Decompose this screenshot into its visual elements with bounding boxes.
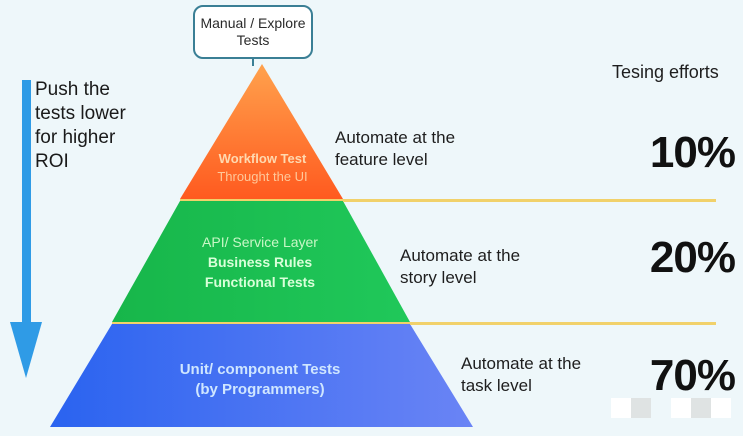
pyramid-layer-api <box>112 201 410 322</box>
push-lower-note: Push the tests lower for higher ROI <box>35 79 126 172</box>
api-line1: API/ Service Layer <box>202 234 318 250</box>
workflow-layer-label: Workflow Test Throught the UI <box>180 150 345 186</box>
push-arrow-shaft <box>22 80 31 330</box>
automate-feature-level: Automate at the feature level <box>335 128 456 169</box>
watermark-block <box>611 398 631 418</box>
automate-story-level: Automate at the story level <box>400 246 521 287</box>
workflow-line2: Throught the UI <box>217 169 308 184</box>
api-line2: Business Rules <box>207 254 313 270</box>
watermark-block <box>671 398 691 418</box>
pyramid-layer-workflow <box>180 64 343 199</box>
arrow-down-icon <box>10 322 42 378</box>
effort-api: 20% <box>649 233 736 282</box>
manual-explore-box: Manual / Explore Tests <box>193 5 313 59</box>
watermark-block <box>631 398 651 418</box>
watermark-block <box>691 398 711 418</box>
pyramid-layer-unit <box>50 324 473 427</box>
watermark-block <box>711 398 731 418</box>
efforts-title: Tesing efforts <box>612 62 719 82</box>
api-layer-label: API/ Service Layer Business Rules Functi… <box>165 232 355 292</box>
automate-task-level: Automate at the task level <box>461 354 582 395</box>
unit-line2: (by Programmers) <box>195 381 325 398</box>
effort-unit: 70% <box>649 351 736 400</box>
top-box-line2: Tests <box>236 32 270 48</box>
unit-line1: Unit/ component Tests <box>179 361 341 378</box>
unit-layer-label: Unit/ component Tests (by Programmers) <box>140 360 380 400</box>
top-box-line1: Manual / Explore <box>200 15 306 31</box>
divider-line <box>343 199 716 202</box>
divider-line <box>410 322 716 325</box>
effort-workflow: 10% <box>649 128 736 177</box>
api-line3: Functional Tests <box>204 274 316 290</box>
workflow-line1: Workflow Test <box>218 151 307 166</box>
